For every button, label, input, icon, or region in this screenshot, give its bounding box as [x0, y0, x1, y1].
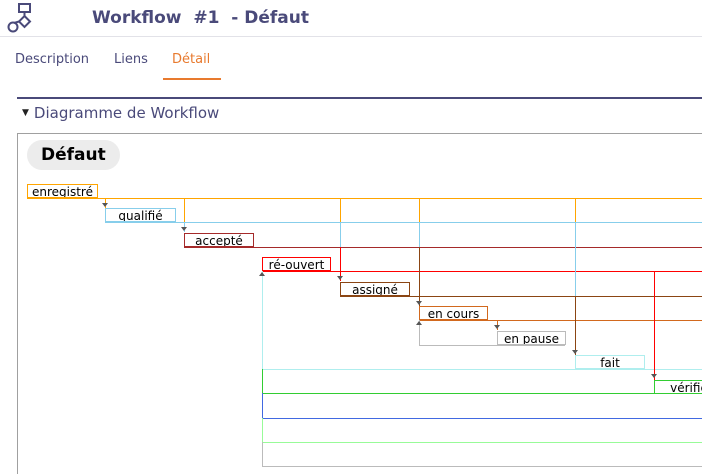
state-verifie[interactable]: vérifié: [654, 380, 702, 394]
state-enregistre[interactable]: enregistré: [27, 184, 98, 198]
section-title: Diagramme de Workflow: [33, 104, 220, 122]
workflow-diagram: [17, 133, 702, 474]
active-tab-indicator: [163, 78, 221, 80]
state-accepte[interactable]: accepté: [184, 233, 254, 247]
tab-liens[interactable]: Liens: [114, 52, 148, 67]
state-en-pause[interactable]: en pause: [497, 331, 566, 345]
workflow-name-badge: Défaut: [27, 140, 120, 170]
arrow-heads: [102, 203, 657, 378]
state-re-ouvert[interactable]: ré-ouvert: [262, 257, 331, 271]
page-title: Workflow #1 - Défaut: [92, 8, 309, 28]
state-assigne[interactable]: assigné: [340, 282, 410, 296]
tab-detail[interactable]: Détail: [172, 52, 211, 67]
workflow-icon: [7, 3, 32, 33]
divider: [17, 97, 702, 99]
state-qualifie[interactable]: qualifié: [105, 208, 176, 222]
state-fait[interactable]: fait: [575, 355, 645, 369]
page-header: Workflow #1 - Défaut: [0, 0, 702, 37]
caret-down-icon: ▼: [22, 108, 29, 118]
state-en-cours[interactable]: en cours: [419, 306, 488, 320]
tab-description[interactable]: Description: [15, 52, 90, 67]
section-toggle[interactable]: ▼ Diagramme de Workflow: [22, 104, 219, 122]
